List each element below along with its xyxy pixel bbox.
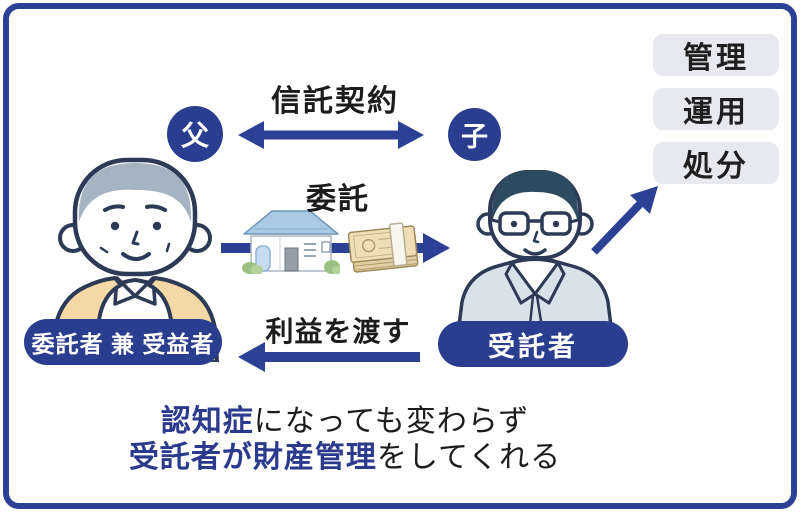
caption: 認知症になっても変わらず 受託者が財産管理をしてくれる <box>0 404 690 476</box>
caption-dementia-highlight: 認知症 <box>160 405 254 438</box>
duty-box-management: 管理 <box>653 34 779 76</box>
caption-line-1: 認知症になっても変わらず <box>0 404 690 440</box>
father-hair <box>78 163 192 222</box>
son-badge: 子 <box>448 108 501 161</box>
contract-double-arrow-icon <box>238 121 424 149</box>
caption-line1-rest: になっても変わらず <box>253 405 530 438</box>
caption-line2-rest: をしてくれる <box>376 441 562 474</box>
duty-box-disposal: 処分 <box>653 142 779 184</box>
house-door-blue <box>255 245 271 272</box>
house-icon <box>242 210 340 274</box>
entrust-label: 委託 <box>306 183 370 216</box>
profit-arrow-icon <box>238 342 420 372</box>
money-band <box>389 222 408 267</box>
father-illustration <box>51 157 219 362</box>
son-illustration <box>456 170 614 334</box>
settlor-beneficiary-pill: 委託者 兼 受益者 <box>24 319 222 365</box>
caption-trustee-highlight: 受託者が財産管理 <box>128 441 377 474</box>
caption-line-2: 受託者が財産管理をしてくれる <box>0 440 690 476</box>
duties-arrow-icon <box>591 186 658 255</box>
trust-contract-label: 信託契約 <box>271 85 399 118</box>
trustee-pill: 受託者 <box>438 321 628 367</box>
father-badge: 父 <box>167 106 223 162</box>
house-door-gray <box>284 247 299 272</box>
money-bundle-icon <box>347 222 419 273</box>
profit-label: 利益を渡す <box>265 316 411 347</box>
duty-box-operation: 運用 <box>653 88 779 130</box>
son-hair <box>491 170 579 222</box>
